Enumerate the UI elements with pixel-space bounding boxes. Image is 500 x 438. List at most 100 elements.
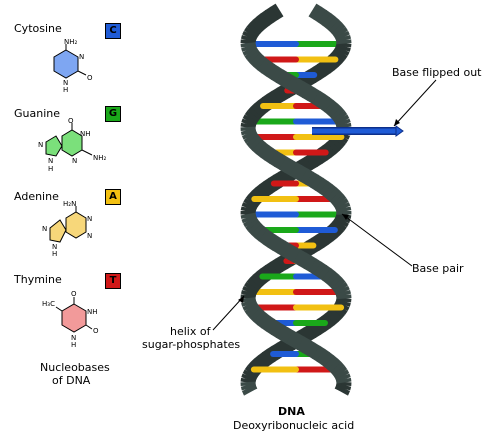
backbone-segment [253, 355, 268, 371]
backbone-segment [311, 90, 326, 107]
backbone-segment [329, 190, 344, 205]
cytosine-n-text: N [79, 53, 84, 61]
backbone-segment [335, 206, 352, 214]
cytosine-label: Cytosine [14, 22, 62, 35]
backbone-segment [243, 387, 258, 396]
backbone-segment [335, 35, 352, 43]
backbone-segment [334, 114, 350, 126]
backbone-segment [314, 177, 329, 194]
backbone-segment [296, 336, 311, 354]
backbone-segment [244, 26, 259, 39]
backbone-segment [249, 19, 264, 34]
backbone-segment [335, 118, 351, 128]
backbone-segment [274, 255, 289, 273]
backbone-segment [319, 180, 333, 197]
backbone-segment [293, 249, 307, 267]
guanine-molecule: O NH N N NH₂ N H [38, 117, 107, 173]
guanine-h-text: H [48, 165, 53, 173]
backbone-segment [257, 351, 272, 368]
backbone-segment [324, 100, 339, 116]
helix-label-line2: sugar-phosphates [142, 338, 241, 351]
cytosine-o-text: O [87, 74, 93, 82]
backbone-segment [301, 84, 316, 102]
backbone-segment [328, 19, 343, 34]
backbone-segment [250, 103, 265, 119]
guanine-nh2-text: NH₂ [93, 154, 107, 162]
adenine-h-text: H [52, 250, 57, 258]
backbone-segment [259, 180, 273, 197]
backbone-segment [330, 107, 345, 121]
backbone-segment [328, 274, 343, 289]
backbone-segment [336, 377, 352, 384]
cytosine-nh2-text: NH₂ [64, 38, 78, 46]
backbone-segment [242, 369, 258, 381]
adenine-label: Adenine [14, 190, 59, 203]
backbone-segment [332, 365, 348, 378]
adenine-n3-text: N [42, 225, 47, 233]
helix-label-line1: helix of [170, 325, 211, 338]
helix-leader-line [212, 295, 245, 331]
backbone-segment [332, 110, 348, 123]
backbone-segment [249, 274, 264, 289]
backbone-segment [240, 290, 257, 298]
backbone-segment [291, 333, 306, 351]
base-pair-leader-line [341, 213, 413, 267]
backbone-segment [330, 362, 345, 376]
flipped-leader-line [393, 79, 437, 127]
base-pair-arrowhead [342, 214, 349, 220]
backbone-segment [246, 23, 261, 37]
guanine-n1-text: N [38, 141, 43, 149]
backbone-segment [240, 206, 257, 214]
backbone-segment [240, 35, 257, 43]
backbone-segment [313, 6, 327, 23]
base-flipped-out-label: Base flipped out [392, 66, 482, 79]
guanine-o-text: O [68, 117, 74, 125]
thymine-label: Thymine [14, 273, 62, 286]
backbone-segment [308, 3, 323, 20]
adenine-n4-text: N [52, 243, 57, 251]
backbone-segment [335, 373, 351, 383]
backbone-segment [320, 96, 335, 113]
backbone-segment [333, 198, 349, 210]
backbone-segment [334, 285, 350, 296]
backbone-segment [305, 171, 319, 189]
flipped-out-base [312, 125, 404, 137]
backbone-segment [271, 87, 286, 105]
thymine-o-bottom-text: O [93, 327, 99, 335]
thymine-nh-text: NH [87, 308, 98, 316]
backbone-segment [316, 93, 330, 110]
backbone-segment [244, 281, 259, 294]
backbone-segment [306, 87, 321, 105]
backbone-segment [317, 9, 332, 26]
dna-title: DNA [278, 405, 305, 418]
flipped-arrowhead [394, 119, 400, 126]
guanine-n2-text: N [72, 157, 77, 165]
molecule-structures: NH₂ N O N H O NH N N NH₂ N H H₂N N N N N… [38, 38, 107, 349]
thymine-h3c-text: H₃C [42, 300, 55, 308]
backbone-segment [324, 355, 339, 371]
thymine-o-top-text: O [71, 290, 77, 298]
nucleobases-caption-line2: of DNA [52, 374, 91, 387]
backbone-segment [327, 103, 342, 119]
backbone-segment [298, 252, 313, 270]
backbone-segment [334, 30, 350, 41]
backbone-segment [334, 202, 351, 212]
backbone-segment [241, 118, 257, 128]
backbone-segment [294, 165, 309, 183]
guanine-nh-bottom-text: N [48, 157, 53, 165]
adenine-molecule: H₂N N N N N H [42, 200, 92, 258]
cytosine-molecule: NH₂ N O N H [53, 38, 93, 94]
backbone-segment [269, 3, 284, 20]
guanine-nh-text: NH [80, 130, 91, 138]
backbone-segment [310, 174, 324, 191]
backbone-segment [247, 107, 262, 121]
backbone-segment [308, 258, 323, 275]
backbone-segment [303, 255, 318, 273]
backbone-segment [320, 351, 335, 368]
backbone-segment [266, 90, 281, 107]
backbone-segment [241, 373, 257, 383]
backbone-segment [256, 13, 271, 29]
backbone-segment [326, 187, 341, 203]
backbone-segment [334, 387, 349, 396]
